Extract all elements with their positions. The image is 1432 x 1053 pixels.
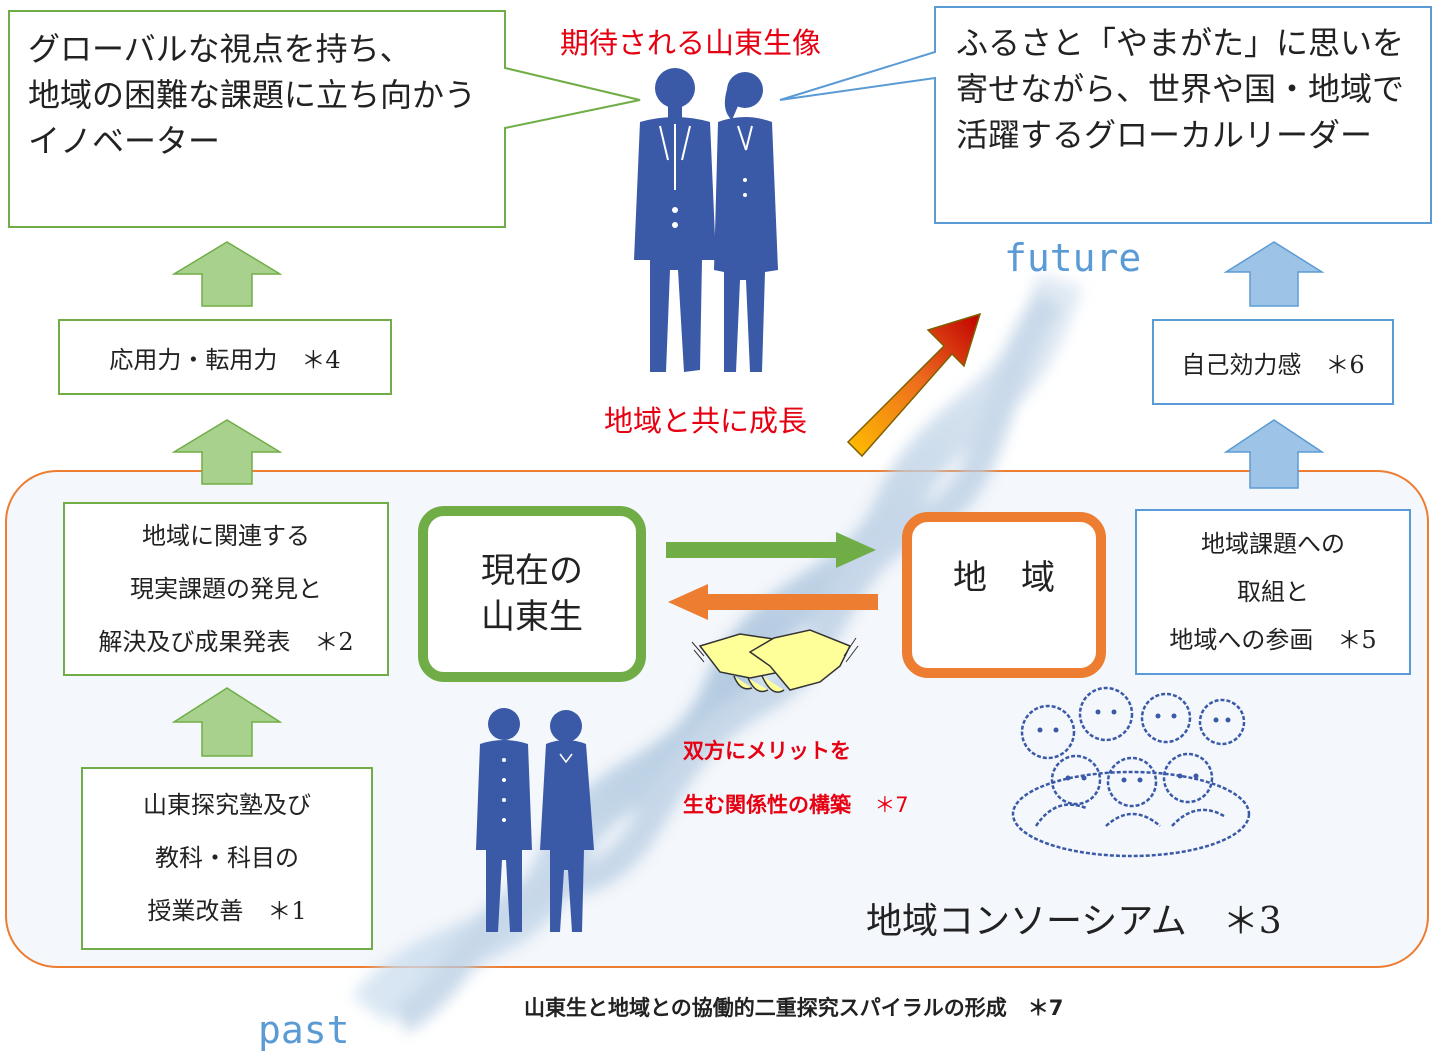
- up-arrow-icon: [172, 419, 282, 485]
- current-students-line-2: 山東生: [481, 597, 583, 637]
- up-arrow-icon: [1224, 241, 1324, 307]
- merit-line-2-text: 生む関係性の構築: [683, 793, 851, 817]
- right-callout-line-1: ふるさと「やまがた」に思いを: [956, 24, 1405, 62]
- merit-line-1: 双方にメリットを: [683, 739, 851, 763]
- consortium-label: 地域コンソーシアム ＊3: [866, 901, 1282, 942]
- grow-together-label: 地域と共に成長: [604, 404, 808, 438]
- region-box: 地 域: [902, 512, 1106, 678]
- real-issue-line-1: 地域に関連する: [142, 521, 310, 550]
- right-arrow-icon: [666, 532, 876, 568]
- future-label: future: [1004, 236, 1142, 280]
- real-issue-line-2: 現実課題の発見と: [130, 574, 322, 603]
- left-callout-line-2: 地域の困難な課題に立ち向かう: [28, 76, 477, 114]
- regional-participation-line-1: 地域課題への: [1201, 530, 1345, 558]
- diagonal-arrow-icon: [846, 312, 982, 458]
- merit-line-2: 生む関係性の構築 ＊7: [683, 778, 909, 832]
- left-callout-line-1: グローバルな視点を持ち、: [28, 30, 412, 68]
- real-issue-line-3: 解決及び成果発表 ＊2: [98, 627, 354, 656]
- self-efficacy-text: 自己効力感 ＊6: [1181, 350, 1365, 379]
- adult-silhouettes-icon: [634, 68, 778, 372]
- up-arrow-icon: [172, 687, 282, 757]
- right-callout-line-2: 寄せながら、世界や国・地域で: [956, 70, 1405, 108]
- applied-skill-text: 応用力・転用力 ＊4: [109, 345, 341, 374]
- right-callout-shape: [779, 6, 1432, 224]
- left-arrow-icon: [668, 584, 878, 620]
- handshake-icon: [691, 629, 859, 693]
- class-improvement-line-2: 教科・科目の: [155, 844, 299, 872]
- merit-note: ＊7: [874, 793, 909, 817]
- class-improvement-box: 山東探究塾及び 教科・科目の 授業改善 ＊1: [81, 767, 373, 950]
- regional-participation-line-2: 取組と: [1237, 578, 1309, 606]
- merit-text: 双方にメリットを 生む関係性の構築 ＊7: [683, 724, 909, 832]
- student-silhouette-icon: [476, 708, 594, 932]
- current-students-box: 現在の 山東生: [418, 506, 646, 682]
- left-callout-shape: [8, 10, 641, 228]
- class-improvement-line-1: 山東探究塾及び: [143, 791, 311, 819]
- past-label: past: [258, 1008, 350, 1052]
- current-students-line-1: 現在の: [481, 551, 583, 591]
- regional-participation-box: 地域課題への 取組と 地域への参画 ＊5: [1135, 509, 1411, 675]
- class-improvement-line-3: 授業改善 ＊1: [147, 897, 307, 925]
- expected-student-title: 期待される山東生像: [560, 26, 822, 60]
- self-efficacy-box: 自己効力感 ＊6: [1152, 319, 1394, 405]
- applied-skill-box: 応用力・転用力 ＊4: [58, 319, 392, 395]
- up-arrow-icon: [172, 241, 282, 307]
- left-callout-line-3: イノベーター: [28, 122, 221, 160]
- regional-participation-line-3: 地域への参画 ＊5: [1169, 626, 1377, 654]
- left-callout-text: グローバルな視点を持ち、 地域の困難な課題に立ち向かう イノベーター: [28, 26, 476, 164]
- region-box-label: 地 域: [953, 558, 1055, 598]
- up-arrow-icon: [1224, 419, 1324, 489]
- footer-caption: 山東生と地域との協働的二重探究スパイラルの形成 ＊7: [524, 996, 1064, 1020]
- right-callout-text: ふるさと「やまがた」に思いを 寄せながら、世界や国・地域で 活躍するグローカルリ…: [956, 20, 1404, 158]
- people-group-icon: [1011, 686, 1251, 858]
- real-issue-box: 地域に関連する 現実課題の発見と 解決及び成果発表 ＊2: [63, 502, 389, 676]
- right-callout-line-3: 活躍するグローカルリーダー: [956, 116, 1373, 154]
